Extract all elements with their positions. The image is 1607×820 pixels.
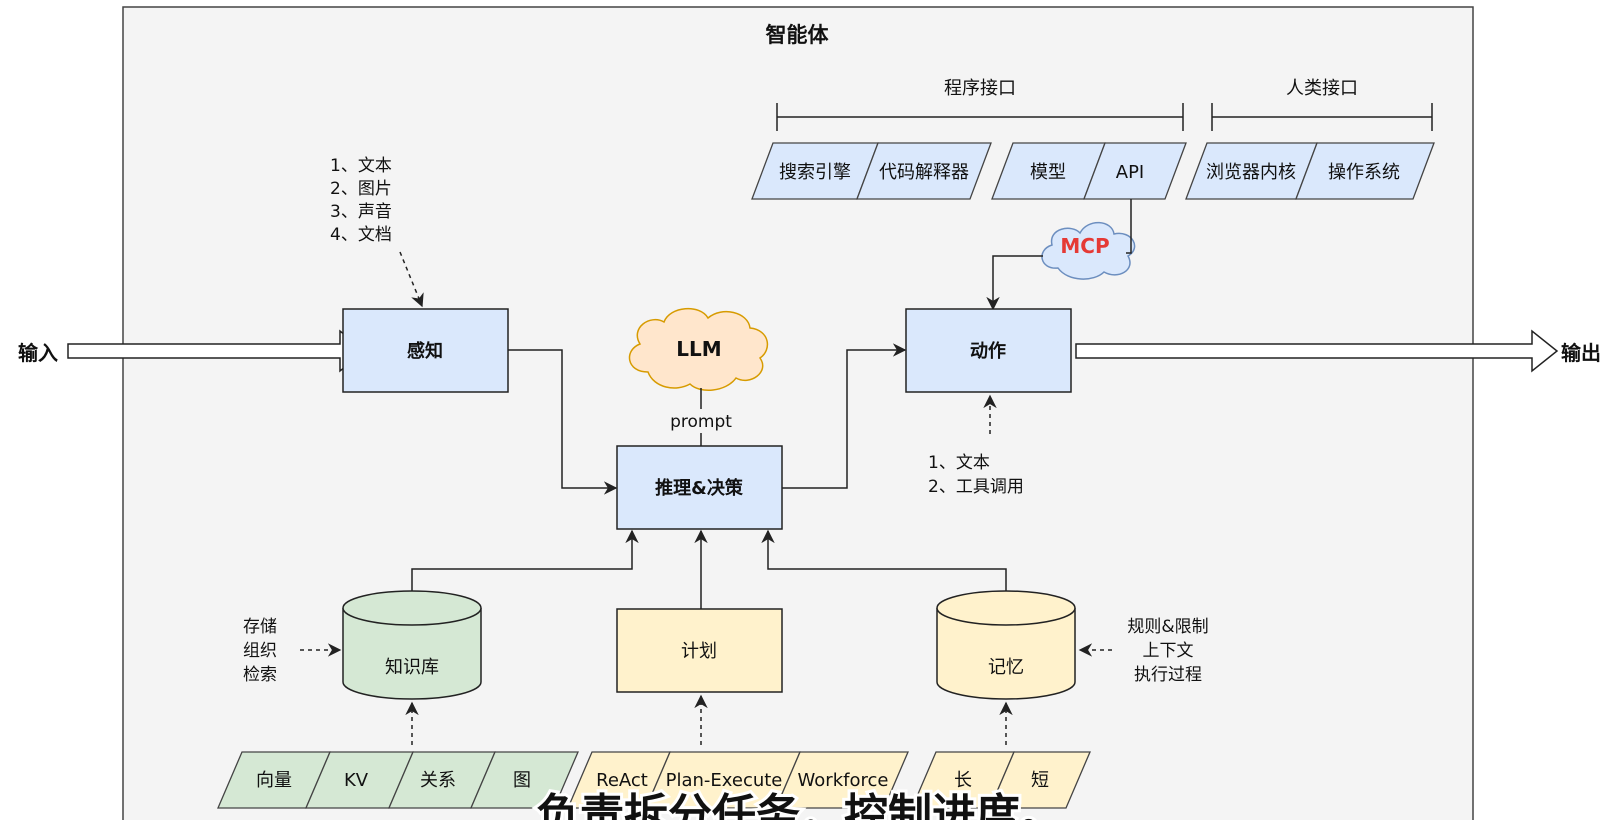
perception-box [342, 308, 509, 393]
tool-code-interpreter [856, 142, 992, 200]
plan-type-react: ReAct [596, 770, 648, 791]
knowledge-base-cylinder [342, 590, 482, 700]
output-arrow [1075, 329, 1559, 373]
plan-types-row [567, 751, 909, 809]
output-label: 输出 [1561, 341, 1601, 365]
program-interface-bracket [776, 103, 1184, 131]
memory-types-row [911, 751, 1091, 809]
perception-inputs-list: 1、文本 2、图片 3、声音 4、文档 [330, 156, 392, 245]
mcp-label: MCP [1060, 234, 1109, 258]
knowledge-type-graph: 图 [513, 770, 531, 791]
tool-operating-system-label: 操作系统 [1328, 162, 1400, 183]
human-interface-label: 人类接口 [1286, 78, 1358, 99]
memory-type-short: 短 [1031, 770, 1049, 791]
llm-label: LLM [676, 337, 721, 361]
mcp-cloud [1041, 221, 1136, 280]
container-title: 智能体 [766, 23, 830, 47]
memory-label: 记忆 [988, 657, 1024, 678]
svg-text:上下文: 上下文 [1143, 641, 1194, 661]
prompt-label: prompt [670, 412, 732, 432]
reasoning-to-action-arrow [782, 343, 907, 489]
memory-inputs-list: 规则&限制 上下文 执行过程 [1127, 617, 1208, 685]
plan-type-workforce: Workforce [798, 770, 889, 791]
perception-input-arrow [399, 251, 424, 308]
knowledge-to-reasoning-arrow [411, 529, 639, 591]
svg-text:4、文档: 4、文档 [330, 225, 392, 245]
action-label: 动作 [970, 340, 1006, 362]
reasoning-box [616, 445, 783, 530]
svg-text:1、文本: 1、文本 [330, 156, 392, 176]
svg-text:检索: 检索 [243, 665, 277, 685]
knowledge-ops-list: 存储 组织 检索 [243, 617, 277, 685]
input-label: 输入 [18, 341, 58, 365]
human-interface-bracket [1211, 103, 1433, 131]
video-subtitle: 负责拆分任务，控制进度。 [536, 790, 1064, 820]
svg-text:3、声音: 3、声音 [330, 202, 392, 222]
svg-text:执行过程: 执行过程 [1134, 665, 1202, 685]
tool-model-label: 模型 [1030, 162, 1066, 183]
tool-api [1083, 142, 1187, 200]
action-box [905, 308, 1072, 393]
prompt-label-bg [666, 409, 736, 433]
knowledge-base-label: 知识库 [385, 657, 439, 678]
memory-to-reasoning-arrow [761, 529, 1007, 591]
tool-browser-kernel-label: 浏览器内核 [1206, 162, 1296, 183]
api-to-mcp-line [1126, 199, 1132, 254]
svg-text:规则&限制: 规则&限制 [1127, 617, 1208, 637]
action-outputs-list: 1、文本 2、工具调用 [928, 453, 1024, 497]
perception-label: 感知 [407, 340, 443, 362]
svg-text:2、工具调用: 2、工具调用 [928, 477, 1024, 497]
knowledge-types-row [217, 751, 579, 809]
svg-text:1、文本: 1、文本 [928, 453, 990, 473]
tool-search-engine-label: 搜索引擎 [779, 162, 851, 183]
svg-text:2、图片: 2、图片 [330, 179, 392, 199]
perception-to-reasoning-arrow [508, 349, 618, 495]
knowledge-type-vector: 向量 [256, 770, 292, 791]
plan-box [616, 608, 783, 693]
svg-text:存储: 存储 [243, 617, 277, 637]
plan-label: 计划 [681, 641, 717, 662]
memory-type-long: 长 [954, 770, 972, 791]
memory-cylinder [936, 590, 1076, 700]
knowledge-type-relation: 关系 [420, 770, 456, 791]
knowledge-type-kv: KV [344, 770, 369, 791]
reasoning-label: 推理&决策 [655, 477, 744, 499]
tool-api-label: API [1116, 162, 1144, 183]
tool-operating-system [1295, 142, 1435, 200]
agent-container [122, 6, 1474, 820]
tool-code-interpreter-label: 代码解释器 [879, 162, 969, 183]
mcp-to-action-arrow [986, 255, 1043, 311]
program-interface-label: 程序接口 [944, 78, 1016, 99]
plan-type-plan-execute: Plan-Execute [666, 770, 783, 791]
svg-text:组织: 组织 [243, 641, 277, 661]
llm-cloud [628, 308, 769, 391]
